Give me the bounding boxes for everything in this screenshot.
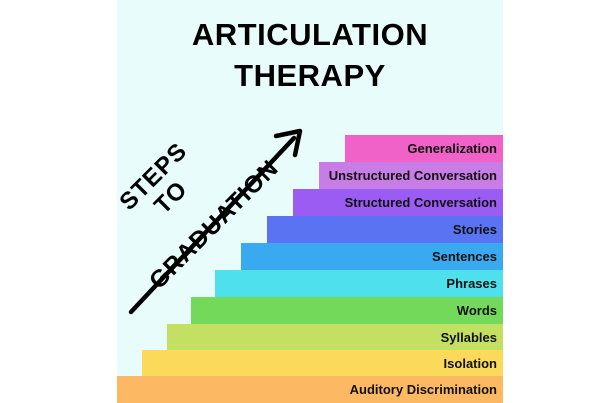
step-words: Words [191,297,503,324]
page-title: ARTICULATION THERAPY [117,14,503,96]
step-phrases: Phrases [215,270,503,297]
step-isolation: Isolation [142,350,503,377]
step-sentences: Sentences [241,243,503,270]
step-auditory-discrimination: Auditory Discrimination [117,376,503,403]
step-syllables: Syllables [167,324,503,351]
step-unstructured-conversation: Unstructured Conversation [319,162,503,189]
step-generalization: Generalization [345,135,503,162]
title-line-2: THERAPY [234,58,386,93]
title-line-1: ARTICULATION [191,17,429,52]
step-stories: Stories [267,216,503,243]
step-structured-conversation: Structured Conversation [293,189,503,216]
